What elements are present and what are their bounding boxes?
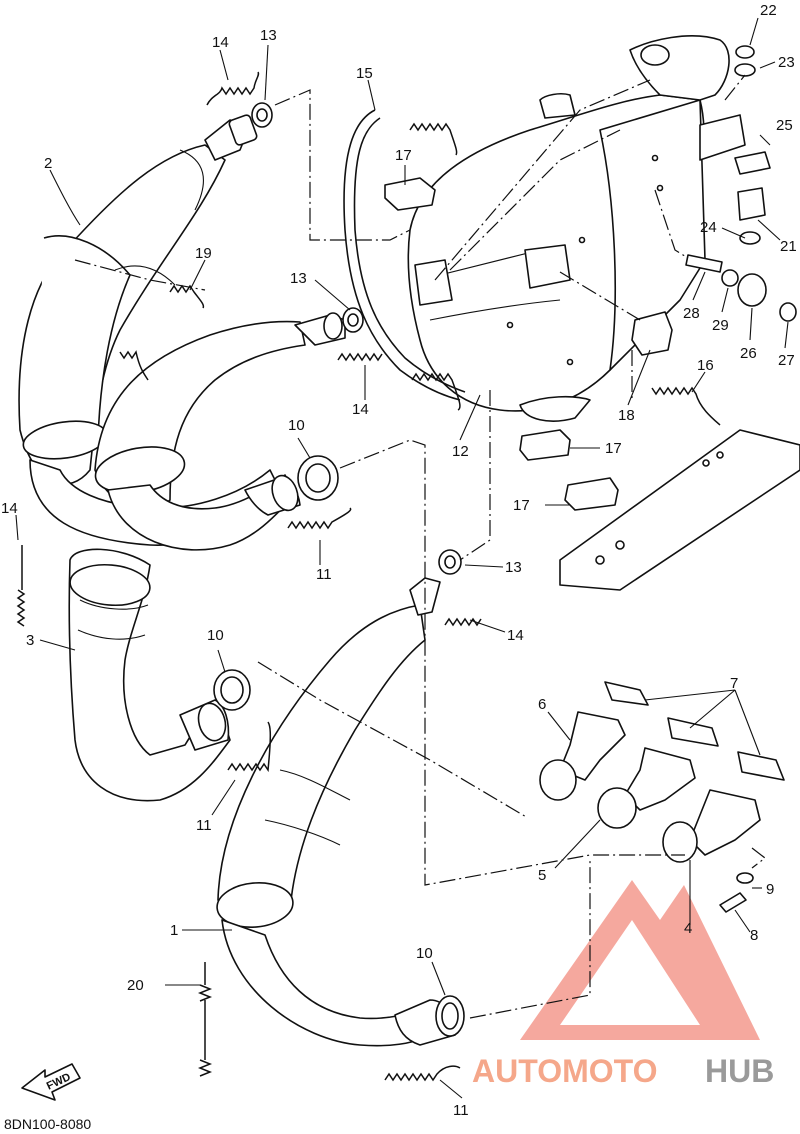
mount-parts xyxy=(685,45,797,322)
hose-15-inner xyxy=(353,117,466,393)
callout-5: 5 xyxy=(538,867,546,884)
callout-14-left: 14 xyxy=(1,500,18,517)
fwd-arrow-icon: FWD xyxy=(21,1063,81,1101)
callout-29: 29 xyxy=(712,317,729,334)
callout-10-upper: 10 xyxy=(288,417,305,434)
callout-4: 4 xyxy=(684,920,692,937)
gasket-10-lower xyxy=(435,995,465,1037)
gasket-10-upper xyxy=(297,455,339,501)
callout-21: 21 xyxy=(780,238,797,255)
bracket-17-upper xyxy=(384,177,436,211)
callout-9: 9 xyxy=(766,881,774,898)
callout-6: 6 xyxy=(538,696,546,713)
callout-7: 7 xyxy=(730,675,738,692)
muffler-middle xyxy=(94,312,346,551)
callout-22: 22 xyxy=(760,2,777,19)
assembly-lines xyxy=(74,74,766,1019)
gaskets-7 xyxy=(604,681,785,781)
exhaust-pipe-5 xyxy=(597,747,696,829)
callout-23: 23 xyxy=(778,54,795,71)
callout-26: 26 xyxy=(740,345,757,362)
callout-11-upper: 11 xyxy=(316,566,332,583)
callout-2: 2 xyxy=(44,155,52,172)
gasket-13 xyxy=(251,102,462,575)
callout-19: 19 xyxy=(195,245,212,262)
leader-lines xyxy=(15,17,789,1099)
muffler-3 xyxy=(68,548,231,802)
hose-15 xyxy=(343,109,461,401)
callout-14-top: 14 xyxy=(212,34,229,51)
callout-27: 27 xyxy=(778,352,795,369)
callout-11-middle: 11 xyxy=(196,817,212,834)
callout-10-middle: 10 xyxy=(207,627,224,644)
springs xyxy=(16,71,721,1082)
callout-17-upper: 17 xyxy=(395,147,412,164)
exhaust-pipe-6 xyxy=(539,711,626,801)
callout-25: 25 xyxy=(776,117,793,134)
bolt-8-nut-9 xyxy=(719,872,754,913)
callout-3: 3 xyxy=(26,632,34,649)
exhaust-pipe-4 xyxy=(662,789,761,863)
bracket-17-middle xyxy=(519,429,571,461)
callout-14-middle: 14 xyxy=(352,401,369,418)
callout-14-right: 14 xyxy=(507,627,524,644)
callout-11-lower: 11 xyxy=(453,1102,469,1119)
callout-16: 16 xyxy=(697,357,714,374)
callout-28: 28 xyxy=(683,305,700,322)
callout-24: 24 xyxy=(700,219,717,236)
watermark-text-automoto: AUTOMOTO xyxy=(472,1053,657,1089)
callout-8: 8 xyxy=(750,927,758,944)
muffler-2 xyxy=(18,114,281,546)
callout-15: 15 xyxy=(356,65,373,82)
bracket-17-lower xyxy=(564,477,619,511)
callout-13-lower: 13 xyxy=(505,559,522,576)
muffler-1 xyxy=(216,577,456,1047)
air-box xyxy=(407,35,730,422)
callout-13-top: 13 xyxy=(260,27,277,44)
watermark-logo xyxy=(520,880,760,1040)
callout-20: 20 xyxy=(127,977,144,994)
drawing-code: 8DN100-8080 xyxy=(4,1116,91,1132)
callout-18: 18 xyxy=(618,407,635,424)
bracket-18 xyxy=(631,311,673,356)
callout-10-lower: 10 xyxy=(416,945,433,962)
callout-12: 12 xyxy=(452,443,469,460)
frame-rail xyxy=(559,429,800,591)
callout-17-middle: 17 xyxy=(605,440,622,457)
callout-17-lower: 17 xyxy=(513,497,530,514)
callout-1: 1 xyxy=(170,922,178,939)
watermark-text-hub: HUB xyxy=(705,1053,774,1089)
callout-13-middle: 13 xyxy=(290,270,307,287)
gasket-10-middle xyxy=(213,669,251,711)
